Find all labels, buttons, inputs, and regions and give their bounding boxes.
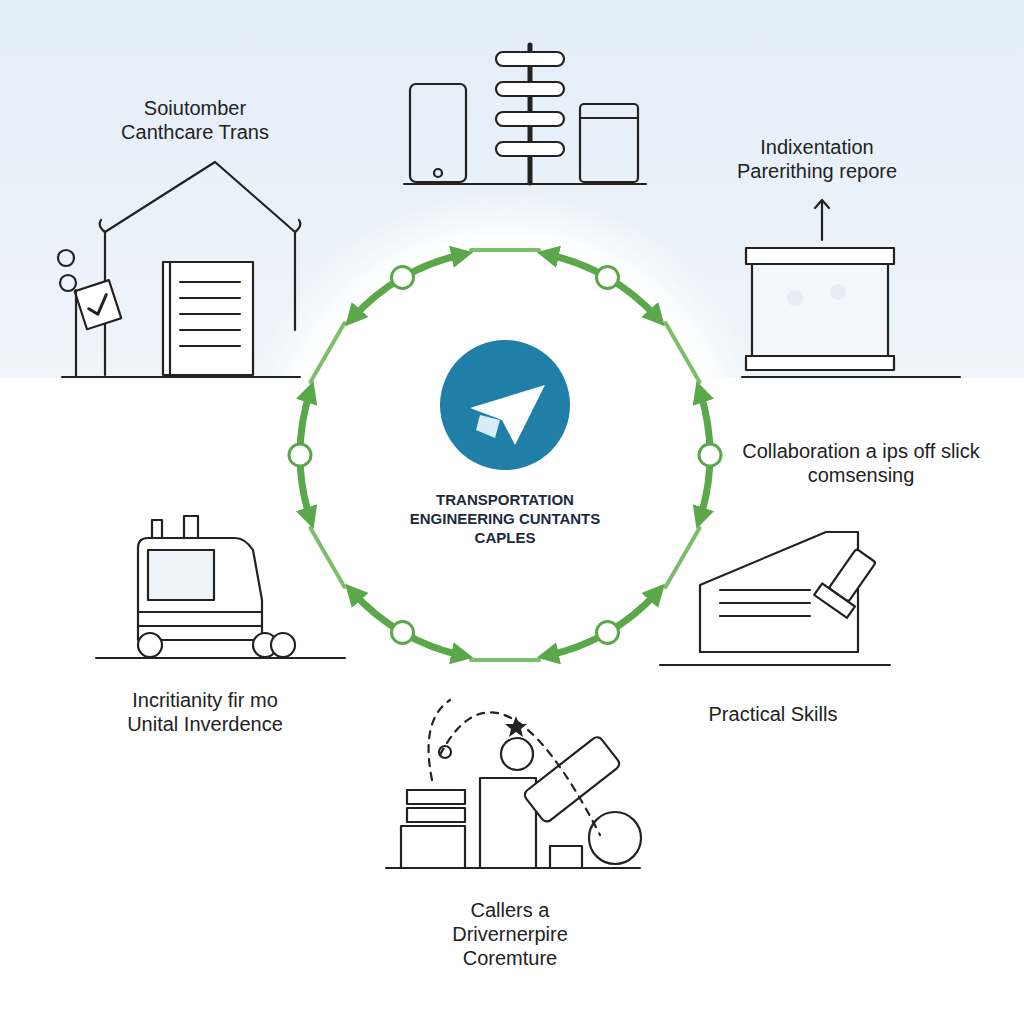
hub-circle: TRANSPORTATION ENGINEERING CUNTANTS CAPL… [355, 305, 655, 605]
caption-label: Callers a Drivernerpire Coremture [435, 898, 585, 970]
ring-bar [310, 528, 344, 587]
ring-dot [597, 622, 619, 644]
caption-label: Indixentation Parerithing repore [717, 135, 917, 183]
ring-bar [471, 658, 539, 662]
ring-bar [666, 528, 700, 587]
ring-bar [471, 248, 539, 252]
devices-icon [404, 45, 646, 184]
ring-dot [392, 266, 414, 288]
ring-dot [289, 444, 311, 466]
ring-dot [699, 444, 721, 466]
monitor-icon [742, 200, 960, 377]
center-icon [440, 340, 570, 470]
center-glow [240, 190, 770, 720]
vehicle-icon [96, 516, 345, 658]
ring-bar [666, 323, 700, 382]
ring-bar [310, 323, 344, 382]
caption-label: Soiutomber Canthcare Trans [105, 96, 285, 144]
ring-dot [392, 622, 414, 644]
caption-label: Incritianity fir mo Unital Inverdence [105, 688, 305, 736]
caption-label: Practical Skills [673, 702, 873, 726]
hub-title: TRANSPORTATION ENGINEERING CUNTANTS CAPL… [385, 490, 625, 605]
arrow-ring [289, 250, 721, 660]
document-icon [660, 532, 890, 665]
workshop-icon [386, 700, 641, 868]
ring-dot [597, 266, 619, 288]
caption-label: Collaboration a ips off slick comsensing [741, 439, 981, 487]
house-icon [58, 162, 300, 377]
